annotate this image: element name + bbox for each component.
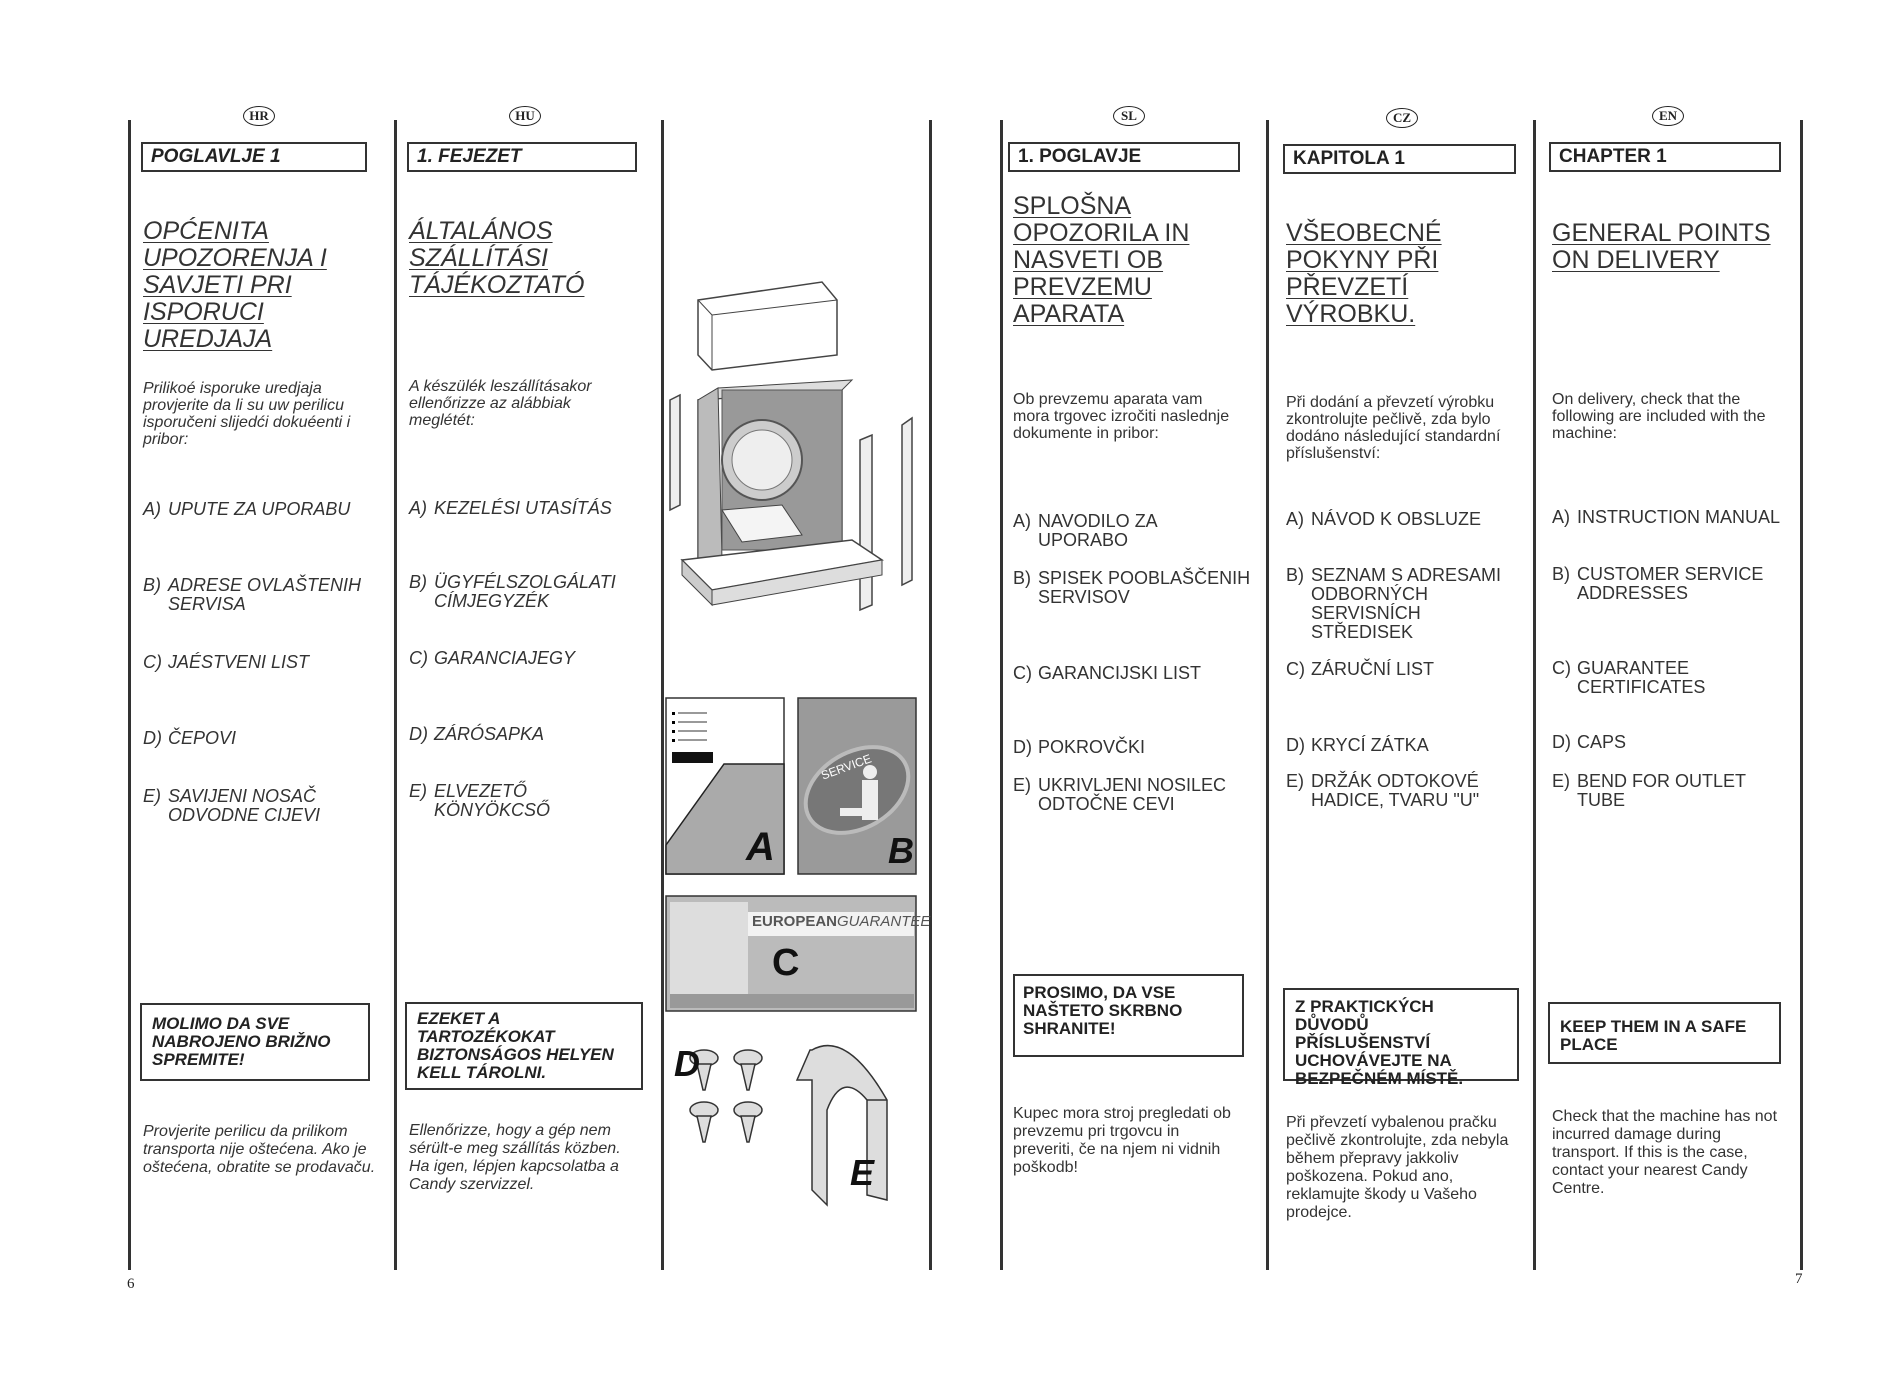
column-divider	[661, 120, 664, 1270]
column-en: EN CHAPTER 1 GENERAL POINTS ON DELIVERY …	[1548, 0, 1788, 1390]
intro-text: Prilikoé isporuke uredjaja provjerite da…	[143, 380, 351, 448]
notice-box: PROSIMO, DA VSE NAŠTETO SKRBNO SHRANITE!	[1013, 974, 1244, 1057]
label-b: B	[888, 830, 914, 871]
bottom-text: Check that the machine has not incurred …	[1552, 1108, 1778, 1197]
list-item: A)NÁVOD K OBSLUZE	[1286, 509, 1482, 529]
list-item: E)ELVEZETŐ KÖNYÖKCSŐ	[409, 781, 551, 820]
list-item: B)ÜGYFÉLSZOLGÁLATI CÍMJEGYZÉK	[409, 572, 616, 611]
list-item: B)CUSTOMER SERVICE ADDRESSES	[1552, 564, 1764, 603]
column-divider	[128, 120, 131, 1270]
list-item: C)ZÁRUČNÍ LIST	[1286, 659, 1435, 679]
list-item: A)UPUTE ZA UPORABU	[143, 499, 351, 519]
label-a: A	[746, 825, 775, 869]
intro-text: Při dodání a převzetí výrobku zkontroluj…	[1286, 394, 1501, 462]
guarantee-title: EUROPEANGUARANTEE	[752, 913, 931, 930]
section-heading: VŠEOBECNÉ POKYNY PŘI PŘEVZETÍ VÝROBKU.	[1286, 219, 1442, 328]
intro-text: A készülék leszállításakor ellenőrizze a…	[409, 378, 592, 429]
language-badge: EN	[1652, 106, 1684, 126]
list-item: C)JAÉSTVENI LIST	[143, 652, 310, 672]
washing-machine-drawing	[665, 281, 917, 1207]
section-heading: ÁLTALÁNOS SZÁLLÍTÁSI TÁJÉKOZTATÓ	[409, 217, 585, 299]
list-item: B)SPISEK POOBLAŠČENIH SERVISOV	[1013, 568, 1251, 607]
list-item: D)KRYCÍ ZÁTKA	[1286, 735, 1429, 755]
label-d: D	[674, 1043, 700, 1084]
language-badge: HU	[509, 106, 541, 126]
guarantee-certificate-icon	[665, 895, 917, 1012]
chapter-title: 1. FEJEZET	[407, 142, 637, 172]
section-heading: GENERAL POINTS ON DELIVERY	[1552, 219, 1771, 274]
list-item: D)POKROVČKI	[1013, 737, 1146, 757]
notice-box: MOLIMO DA SVE NABROJENO BRIŽNO SPREMITE!	[140, 1003, 370, 1081]
chapter-title: POGLAVLJE 1	[141, 142, 367, 172]
caps-icon	[689, 1049, 763, 1143]
label-c: C	[772, 942, 800, 984]
bottom-text: Ellenőrizze, hogy a gép nem sérült-e meg…	[409, 1122, 621, 1193]
list-item: A)NAVODILO ZA UPORABO	[1013, 511, 1157, 550]
list-item: B)SEZNAM S ADRESAMI ODBORNÝCH SERVISNÍCH…	[1286, 565, 1502, 642]
page-number-right: 7	[1795, 1271, 1803, 1287]
list-item: C)GARANCIAJEGY	[409, 648, 576, 668]
bottom-text: Kupec mora stroj pregledati ob prevzemu …	[1013, 1105, 1231, 1176]
column-divider	[1000, 120, 1003, 1270]
outlet-tube-bend-icon	[795, 1044, 888, 1207]
list-item: C)GARANCIJSKI LIST	[1013, 663, 1202, 683]
packaging-top-icon	[697, 281, 838, 371]
list-item: D)ZÁRÓSAPKA	[409, 724, 545, 744]
instruction-manual-icon	[665, 697, 785, 875]
column-divider	[1800, 120, 1803, 1270]
list-item: D)CAPS	[1552, 732, 1627, 752]
language-badge: CZ	[1386, 108, 1418, 128]
intro-text: Ob prevzemu aparata vam mora trgovec izr…	[1013, 391, 1230, 442]
chapter-title: KAPITOLA 1	[1283, 144, 1516, 174]
service-addresses-icon	[797, 697, 917, 875]
washing-machine-icon	[680, 379, 884, 607]
section-heading: OPĆENITA UPOZORENJA I SAVJETI PRI ISPORU…	[143, 217, 327, 353]
column-divider	[1266, 120, 1269, 1270]
section-heading: SPLOŠNA OPOZORILA IN NASVETI OB PREVZEMU…	[1013, 192, 1190, 328]
list-item: D)ČEPOVI	[143, 728, 237, 748]
bottom-text: Při převzetí vybalenou pračku pečlivě zk…	[1286, 1114, 1509, 1221]
list-item: E)DRŽÁK ODTOKOVÉ HADICE, TVARU "U"	[1286, 771, 1480, 810]
notice-box: Z PRAKTICKÝCH DŮVODŮ PŘÍSLUŠENSTVÍ UCHOV…	[1283, 988, 1519, 1088]
list-item: E)SAVIJENI NOSAČ ODVODNE CIJEVI	[143, 786, 321, 825]
notice-box: EZEKET A TARTOZÉKOKAT BIZTONSÁGOS HELYEN…	[405, 1002, 643, 1090]
column-hu: HU 1. FEJEZET ÁLTALÁNOS SZÁLLÍTÁSI TÁJÉK…	[405, 0, 645, 1390]
notice-box: KEEP THEM IN A SAFE PLACE	[1548, 1002, 1781, 1064]
language-badge: SL	[1113, 106, 1145, 126]
column-hr: HR POGLAVLJE 1 OPĆENITA UPOZORENJA I SAV…	[140, 0, 379, 1390]
intro-text: On delivery, check that the following ar…	[1552, 391, 1766, 442]
column-sl: SL 1. POGLAVJE SPLOŠNA OPOZORILA IN NASV…	[1008, 0, 1250, 1390]
chapter-title: 1. POGLAVJE	[1008, 142, 1240, 172]
list-item: C)GUARANTEE CERTIFICATES	[1552, 658, 1706, 697]
chapter-title: CHAPTER 1	[1549, 142, 1781, 172]
list-item: B)ADRESE OVLAŠTENIH SERVISA	[143, 575, 362, 614]
column-divider	[929, 120, 932, 1270]
accessories-illustration: A B SERVICE EUROPEANGUARANTEE C D E	[662, 260, 930, 1220]
column-divider	[1533, 120, 1536, 1270]
language-badge: HR	[243, 106, 275, 126]
list-item: A)INSTRUCTION MANUAL	[1552, 507, 1781, 527]
list-item: A)KEZELÉSI UTASÍTÁS	[409, 498, 612, 518]
list-item: E)UKRIVLJENI NOSILEC ODTOČNE CEVI	[1013, 775, 1227, 814]
list-item: E)BEND FOR OUTLET TUBE	[1552, 771, 1746, 810]
label-e: E	[850, 1152, 875, 1193]
bottom-text: Provjerite perilicu da prilikom transpor…	[143, 1123, 376, 1176]
column-cz: CZ KAPITOLA 1 VŠEOBECNÉ POKYNY PŘI PŘEVZ…	[1283, 0, 1522, 1390]
column-divider	[394, 120, 397, 1270]
page-number-left: 6	[127, 1276, 135, 1292]
